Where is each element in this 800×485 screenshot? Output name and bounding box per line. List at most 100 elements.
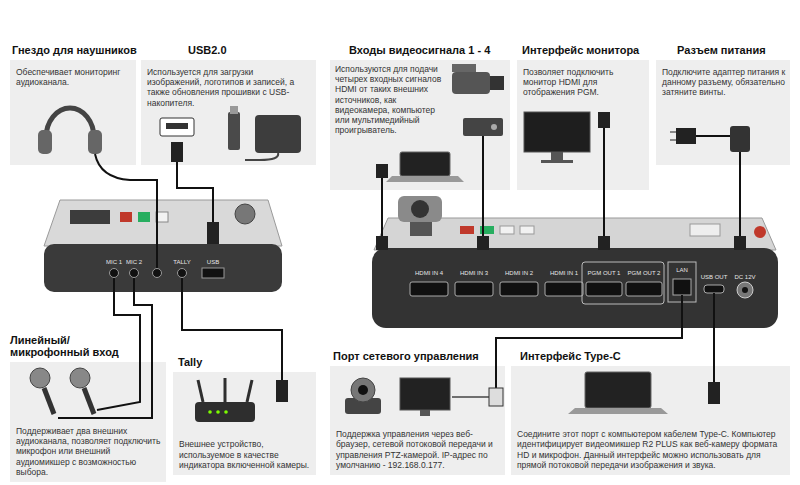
hdmi-port [455,282,493,296]
callout-ground [10,362,166,482]
power-socket [742,287,748,293]
callout-ground [656,60,790,165]
power-cable [739,152,741,236]
callout-box: Интерфейс монитораПозволяет подключить м… [517,60,649,190]
hdmi-plug [376,164,388,178]
button [500,226,514,234]
drive-cable [245,153,278,160]
type-c-plug [708,382,720,404]
router-led [208,410,212,414]
power-plug [676,128,696,144]
laptop-base [386,176,464,182]
rj45-plug [489,388,503,406]
mixer-top-deck [374,218,776,250]
camcorder [452,72,490,94]
callout-text: Поддержка управления через веб-браузер, … [336,429,501,470]
callout-heading: Порт сетевого управления [333,350,479,363]
button [460,226,474,234]
callout-heading: Интерфейс монитора [522,44,639,57]
mic-head [30,368,50,388]
router-body [195,402,255,422]
router-antenna [224,378,227,402]
callout-box: Разъем питанияПодключите адаптер питания… [656,60,790,165]
callout-ground [511,366,790,475]
port-label: LAN [676,267,688,273]
callout-ground [141,60,316,165]
router-led [216,410,220,414]
usb-plug [207,222,219,244]
power-cable [696,135,730,137]
camcorder-lens [490,76,504,90]
ptz-camera-lens [358,385,368,395]
mic-handle [44,388,54,414]
button [520,226,534,234]
power-connector [734,236,746,250]
callout-text: Подключите адаптер питания к данному раз… [662,67,786,98]
ptz-camera [398,196,442,222]
port-label: MIC 1 [106,259,122,265]
lan-port [673,279,691,295]
laptop-screen [400,152,450,176]
type-c-cable [713,293,715,382]
media-player [463,118,503,136]
button [120,212,132,222]
mixer-top-deck [44,200,282,246]
usb-socket-icon [160,118,194,136]
usb-stick [230,106,238,114]
hdmi-cable [603,128,605,236]
callout-text: Используется для загрузки изображений, л… [147,67,310,108]
callout-box: Гнездо для наушниковОбеспечивает монитор… [10,60,136,165]
camcorder [452,64,476,72]
callout-ground [330,366,505,475]
headphone-band [46,108,94,138]
callout-heading: Входы видеосигнала 1 - 4 [349,44,490,57]
callout-text: Обеспечивает мониторинг аудиоканала. [16,67,130,87]
callout-heading: Интерфейс Type-C [520,350,621,363]
button [690,224,720,236]
router-antenna [247,380,252,402]
hdmi-port [410,282,448,296]
router-led [224,410,228,414]
laptop-base [568,408,668,414]
hdmi-plug [598,236,610,250]
hdmi-cable [381,178,383,236]
media-player [491,124,497,130]
hdmi-port [586,282,622,296]
mic-jack [110,269,119,278]
monitor-screen [524,112,590,152]
usb-socket-icon [166,123,188,129]
plug-prong [670,139,676,141]
callout-ground [517,60,649,190]
network-wire [452,396,489,398]
port-label: PGM OUT 1 [588,270,621,276]
port-label: HDMI IN 2 [505,270,533,276]
usb-plug [171,142,183,162]
monitor-stand [541,160,573,163]
callout-ground [173,372,316,475]
port-label: USB OUT [701,274,728,280]
headphone-cable [95,154,157,268]
hdmi-plug [376,236,388,250]
port-label: USB [207,259,219,265]
callout-heading: Tally [178,356,202,369]
mixer-camera [235,204,255,224]
callout-box: TallyВнешнее устройство, используемое в … [173,372,316,475]
ptz-camera-lens [411,200,429,218]
port-label: TALLY [173,259,190,265]
laptop-screen [585,372,651,408]
usb-port [202,268,224,278]
callout-text: Поддерживает два внешних аудиоканала, по… [16,426,162,477]
callout-box: Порт сетевого управленияПоддержка управл… [330,366,505,475]
mixer-rear-panel [44,244,282,292]
tally-jack [178,269,187,278]
computer-monitor [420,410,430,416]
port-label: DC 12V [734,274,755,280]
plug-prong [670,131,676,133]
usb-cable [177,162,213,222]
hdmi-port [545,282,583,296]
callout-text: Позволяет подключить монитор HDMI для от… [523,67,643,98]
headphone-jack [153,269,162,278]
ptz-camera [351,378,375,402]
mic-head [70,368,90,388]
callout-box: Линейный/ микрофонный входПоддерживает д… [10,362,166,482]
